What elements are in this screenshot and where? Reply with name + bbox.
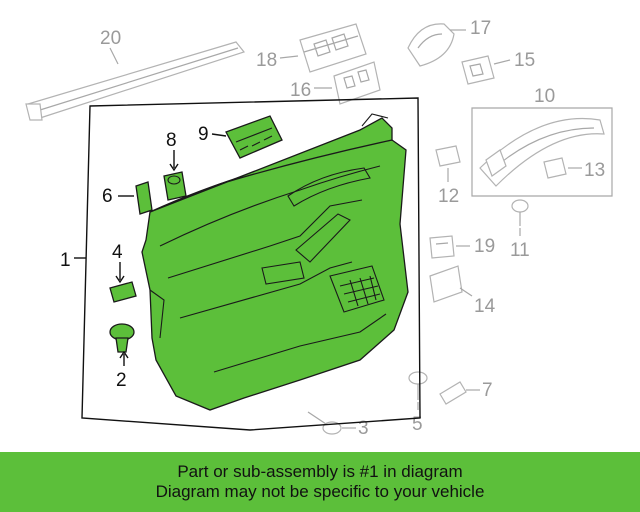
part-17-inside-handle[interactable] — [407, 23, 455, 67]
callout-9[interactable]: 9 — [198, 124, 209, 145]
part-19-retainer[interactable] — [429, 235, 455, 259]
part-3-screw[interactable] — [307, 411, 342, 435]
callout-3[interactable]: 3 — [358, 418, 369, 439]
banner-line-2: Diagram may not be specific to your vehi… — [155, 482, 485, 501]
callout-14[interactable]: 14 — [474, 296, 496, 317]
leader-15 — [493, 59, 511, 65]
banner-line-1: Part or sub-assembly is #1 in diagram — [177, 462, 463, 481]
part-4-retainer[interactable] — [109, 281, 137, 303]
callout-13[interactable]: 13 — [584, 160, 605, 181]
leader-2-arrow — [119, 350, 129, 359]
panel-frame — [81, 97, 421, 431]
callout-5[interactable]: 5 — [412, 414, 423, 435]
callout-7[interactable]: 7 — [482, 380, 493, 401]
part-14-grille-cover[interactable] — [429, 265, 463, 303]
callout-17[interactable]: 17 — [470, 18, 491, 39]
part-12-clip[interactable] — [435, 145, 461, 167]
callout-11[interactable]: 11 — [510, 240, 530, 261]
callout-18[interactable]: 18 — [256, 50, 277, 71]
part-9-switch-bezel[interactable] — [225, 115, 283, 159]
callout-6[interactable]: 6 — [102, 186, 113, 207]
leader-9 — [211, 133, 227, 137]
callout-4[interactable]: 4 — [112, 242, 123, 263]
part-11-screw[interactable] — [511, 199, 529, 226]
part-5-push-pin[interactable] — [408, 371, 428, 400]
part-2-push-pin[interactable] — [109, 323, 135, 353]
part-13-switch[interactable] — [543, 157, 567, 179]
callout-15[interactable]: 15 — [514, 50, 535, 71]
leader-20 — [109, 47, 119, 65]
part-16-window-switch[interactable] — [333, 61, 381, 105]
callout-8[interactable]: 8 — [166, 130, 177, 151]
callout-16[interactable]: 16 — [290, 80, 311, 101]
callout-12[interactable]: 12 — [438, 186, 459, 207]
part-6-clip[interactable] — [135, 181, 153, 215]
leader-18 — [279, 55, 299, 59]
part-7-reflector[interactable] — [439, 381, 467, 405]
part-8-bracket[interactable] — [163, 171, 187, 201]
leader-4-arrow — [115, 275, 125, 284]
fitment-notice-banner: Part or sub-assembly is #1 in diagram Di… — [0, 452, 640, 512]
leader-8-arrow — [169, 163, 179, 172]
part-18-window-switch[interactable] — [299, 23, 367, 73]
exploded-parts-diagram: 20 18 16 17 15 10 13 — [25, 18, 613, 439]
part-10-handle-assembly[interactable] — [471, 107, 613, 197]
part-15-switch-bezel[interactable] — [461, 55, 495, 85]
callout-1[interactable]: 1 — [60, 250, 71, 271]
part-1-door-trim-panel[interactable] — [141, 113, 409, 411]
callout-19[interactable]: 19 — [474, 236, 495, 257]
callout-20[interactable]: 20 — [100, 28, 121, 49]
callout-10[interactable]: 10 — [534, 86, 555, 107]
part-20-belt-molding[interactable] — [25, 41, 246, 121]
leader-14 — [459, 287, 473, 297]
callout-2[interactable]: 2 — [116, 370, 127, 391]
